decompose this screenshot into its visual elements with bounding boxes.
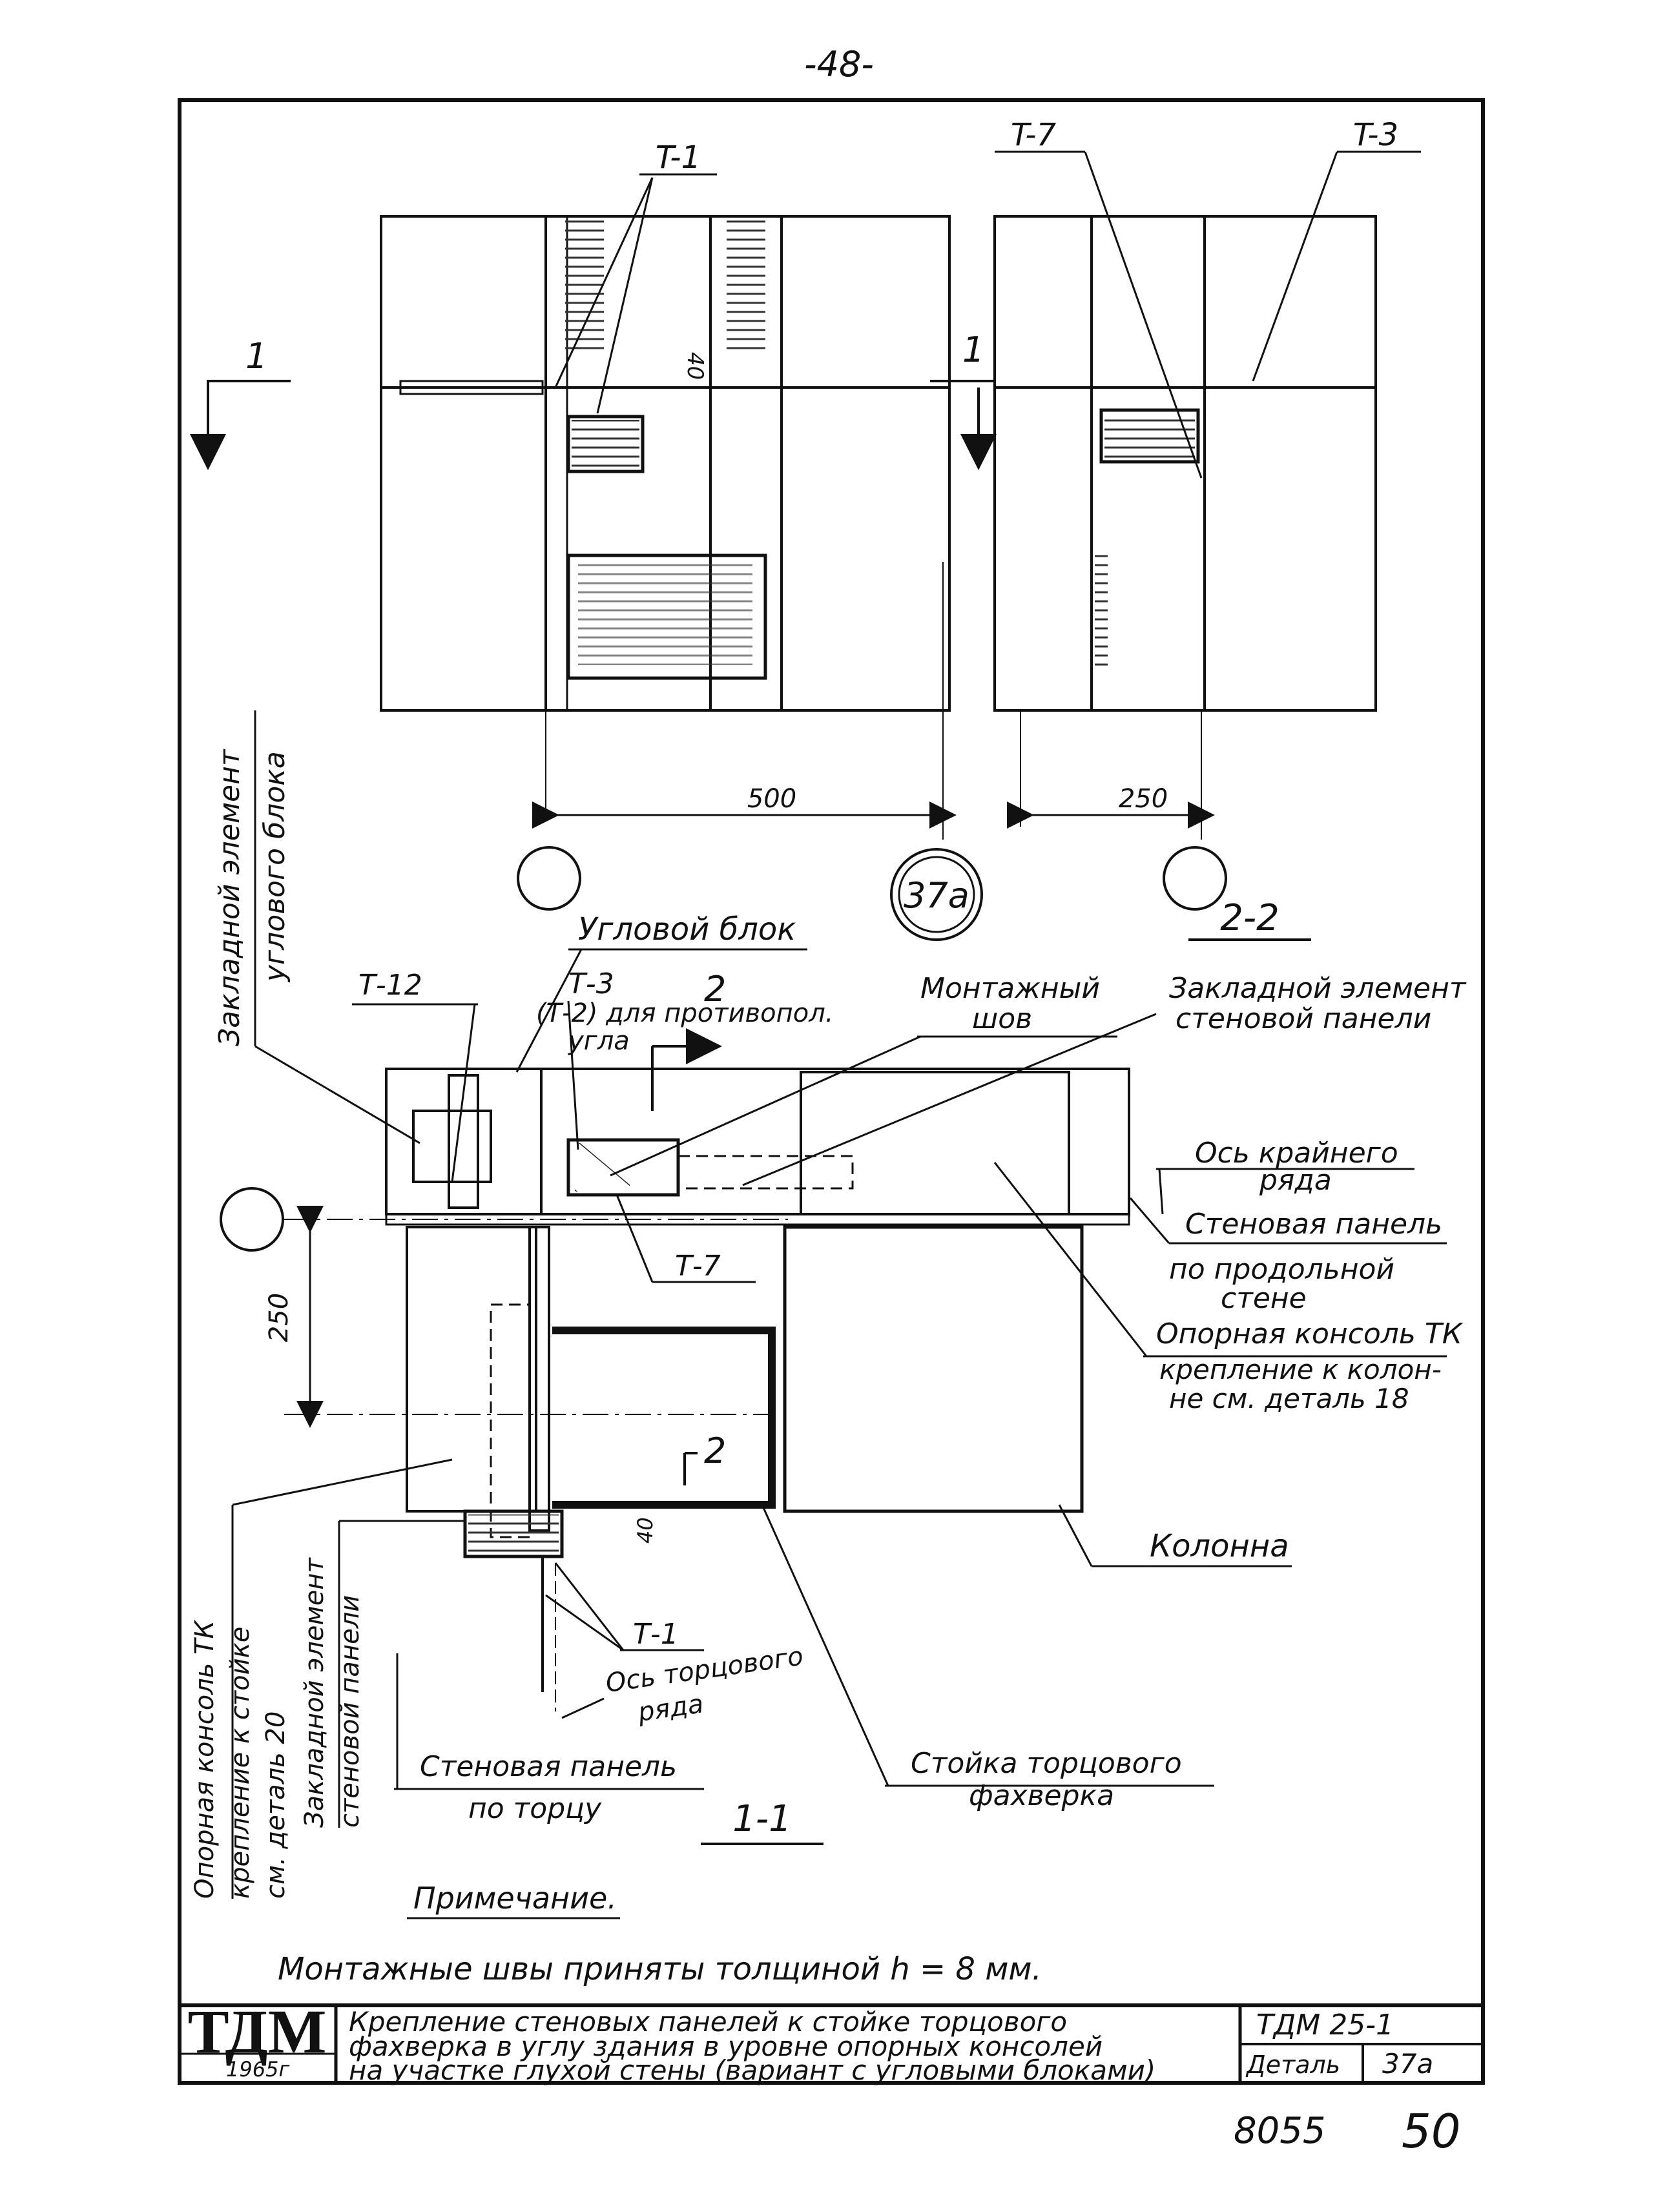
page-number: -48- (804, 44, 874, 85)
dim-250-plan: 250 (264, 1293, 294, 1342)
detail-circle-label: 37a (904, 875, 969, 916)
label-outer-axis-line1: Ось крайнего (1195, 1137, 1398, 1170)
title-year: 1965г (226, 2057, 289, 2082)
label-vert-console-line2: крепление к стойке (225, 1627, 255, 1899)
axis-bubble-plan (220, 1187, 284, 1252)
elevation-left: 500 T-1 40 1 (190, 140, 957, 911)
title-line2: фахверка в углу здания в уровне опорных … (349, 2031, 1103, 2062)
title-detail-label: Деталь (1245, 2051, 1340, 2079)
detail-circle-outer (890, 848, 983, 941)
section-mark-1-right: 1 (962, 329, 984, 370)
axis-bubble-right (1163, 846, 1227, 911)
section-mark-2-top: 2 (704, 969, 726, 1009)
sheet-frame (178, 98, 1485, 2085)
label-wall-panel-long-line1: Стеновая панель (1185, 1208, 1442, 1241)
axis-bubble-left (517, 846, 581, 911)
label-end-post-line2: фахверка (969, 1779, 1114, 1812)
detail-circle-inner (898, 856, 975, 933)
label-vert-console-line3: см. деталь 20 (261, 1711, 291, 1899)
title-series: ТДМ 25-1 (1256, 2009, 1394, 2041)
label-support-console-line3: не см. деталь 18 (1169, 1383, 1409, 1414)
label-wall-panel-long-line3: стене (1221, 1282, 1307, 1315)
label-vert-embed-corner-line2: углового блока (258, 751, 291, 983)
label-end-axis-line2: ряда (636, 1689, 705, 1728)
section-mark-1-left: 1 (245, 336, 267, 377)
label-t3-note-line2: угла (568, 1026, 630, 1056)
elevation-right: 250 T-7 T-3 1 2-2 (930, 117, 1421, 941)
label-t1-plan: Т-1 (633, 1618, 679, 1651)
callout-t3-top: T-3 (1353, 117, 1398, 153)
title-detail-value: 37а (1382, 2048, 1433, 2080)
footer-left-number: 8055 (1234, 2110, 1326, 2152)
label-end-post-line1: Стойка торцового (911, 1747, 1182, 1780)
section-title-1-1: 1-1 (732, 1798, 791, 1840)
plan-section: 250 2 2 40 (220, 969, 1130, 1711)
dim-40-top: 40 (682, 352, 708, 380)
title-line3: на участке глухой стены (вариант с углов… (349, 2054, 1155, 2086)
footer-right-number: 50 (1402, 2104, 1461, 2158)
note-text: Монтажные швы приняты толщиной h = 8 мм. (278, 1951, 1042, 1987)
title-block (180, 2003, 1483, 2083)
callout-t1-top: T-1 (656, 140, 701, 176)
label-vert-embed-wall-line2: стеновой панели (335, 1595, 365, 1828)
label-wall-panel-long-line2: по продольной (1169, 1253, 1394, 1286)
label-mount-seam-line1: Монтажный (920, 972, 1100, 1005)
label-embed-wall-line2: стеновой панели (1176, 1002, 1431, 1035)
note-heading: Примечание. (413, 1881, 617, 1916)
section-title-2-2: 2-2 (1220, 897, 1279, 939)
label-support-console-line1: Опорная консоль ТК (1156, 1318, 1464, 1350)
width-dim-500: 500 (747, 784, 796, 814)
label-t3-plan: Т-3 (568, 967, 614, 1000)
label-vert-embed-wall-line1: Закладной элемент (300, 1557, 329, 1828)
label-t7-plan: Т-7 (675, 1250, 721, 1283)
label-wall-panel-end-line1: Стеновая панель (420, 1750, 677, 1783)
label-vert-console-line1: Опорная консоль ТК (190, 1620, 220, 1899)
dim-40-plan: 40 (633, 1517, 658, 1544)
label-vert-embed-corner-line1: Закладной элемент (213, 749, 246, 1046)
width-dim-250: 250 (1119, 784, 1168, 814)
label-embed-wall-line1: Закладной элемент (1169, 972, 1467, 1005)
label-wall-panel-end-line2: по торцу (468, 1792, 602, 1825)
title-line1: Крепление стеновых панелей к стойке торц… (349, 2006, 1067, 2038)
label-mount-seam-line2: шов (972, 1002, 1032, 1035)
label-support-console-line2: крепление к колон- (1159, 1354, 1442, 1385)
tdm-logo: ТДМ (188, 1997, 327, 2066)
label-t12: Т-12 (358, 969, 422, 1002)
label-t3-note-line1: (Т-2) для противопол. (536, 998, 834, 1028)
section-mark-2-bottom: 2 (704, 1431, 726, 1471)
label-corner-block: Угловой блок (578, 911, 796, 947)
label-column: Колонна (1150, 1528, 1289, 1564)
callout-t7-top: T-7 (1011, 117, 1057, 153)
